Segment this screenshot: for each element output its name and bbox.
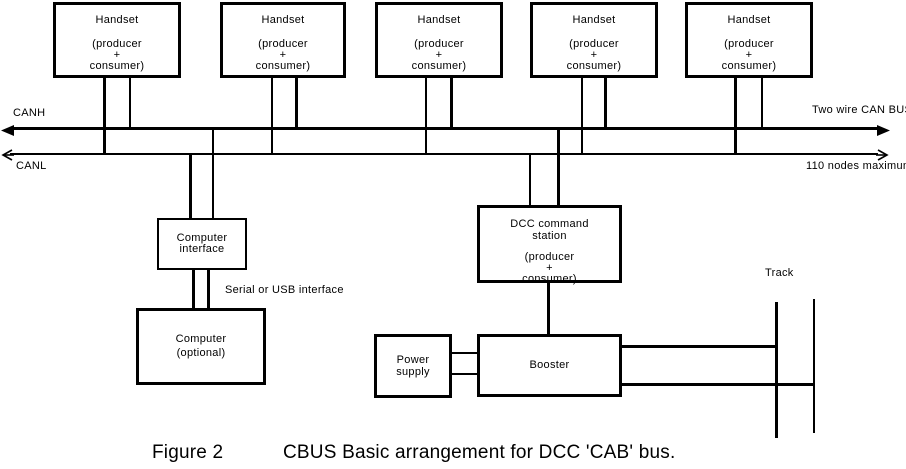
canl-arrow-right-icon	[876, 148, 889, 166]
handset-plus-line: +	[745, 49, 753, 61]
track-rail-far	[813, 299, 815, 433]
nodes-maximum-label: 110 nodes maximum	[806, 160, 906, 172]
handset-box-5: Handset (producer + consumer)	[685, 2, 813, 78]
canl-arrow-left-icon	[1, 148, 14, 166]
wire-canl-interface	[189, 155, 192, 218]
canh-arrow-left-icon	[1, 123, 14, 141]
handset-plus-line: +	[113, 49, 121, 61]
wire-handset4-canl	[581, 78, 583, 155]
handset-title: Handset	[572, 14, 616, 26]
handset-title: Handset	[417, 14, 461, 26]
figure-caption-text: CBUS Basic arrangement for DCC 'CAB' bus…	[283, 442, 676, 463]
wire-handset1-canl	[103, 78, 106, 155]
wire-canh-dcc	[557, 129, 560, 205]
wire-handset2-canh	[295, 78, 298, 130]
computer-interface-line2: interface	[179, 243, 225, 255]
handset-title: Handset	[261, 14, 305, 26]
figure-number-label: Figure 2	[152, 442, 224, 463]
wire-handset5-canl	[734, 78, 737, 155]
handset-consumer-line: consumer)	[566, 60, 622, 72]
handset-box-2: Handset (producer + consumer)	[220, 2, 346, 78]
wire-handset3-canh	[450, 78, 453, 130]
canh-arrow-right-icon	[877, 123, 890, 141]
wire-canl-dcc	[529, 155, 531, 205]
handset-consumer-line: consumer)	[255, 60, 311, 72]
wire-interface-computer-right	[207, 269, 210, 308]
dcc-station-line2: station	[532, 230, 567, 242]
dcc-plus-line: +	[546, 262, 553, 274]
track-label: Track	[765, 267, 794, 279]
canl-bus-line	[10, 153, 878, 155]
wire-canh-interface	[212, 129, 214, 218]
wire-booster-track-bottom	[620, 383, 815, 386]
dcc-producer-line: (producer	[524, 251, 575, 263]
wire-handset2-canl	[271, 78, 273, 155]
handset-producer-line: (producer	[724, 38, 774, 50]
wire-handset5-canh	[761, 78, 763, 130]
handset-consumer-line: consumer)	[89, 60, 145, 72]
wire-handset1-canh	[129, 78, 131, 130]
power-supply-line1: Power	[396, 353, 430, 366]
handset-plus-line: +	[279, 49, 287, 61]
wire-interface-computer-left	[192, 269, 195, 308]
power-supply-box: Power supply	[374, 334, 452, 398]
computer-line1: Computer	[175, 333, 227, 345]
handset-title: Handset	[727, 14, 771, 26]
handset-plus-line: +	[590, 49, 598, 61]
handset-plus-line: +	[435, 49, 443, 61]
handset-producer-line: (producer	[414, 38, 464, 50]
handset-title: Handset	[95, 14, 139, 26]
wire-ps-booster-top	[451, 352, 477, 354]
wire-booster-track-top	[620, 345, 777, 348]
computer-interface-box: Computer interface	[157, 218, 247, 270]
dcc-station-line1: DCC command	[510, 218, 589, 230]
wire-dcc-booster	[547, 282, 550, 334]
booster-box: Booster	[477, 334, 622, 397]
canh-label: CANH	[13, 107, 46, 119]
wire-ps-booster-bottom	[451, 373, 477, 375]
power-supply-line2: supply	[396, 366, 430, 378]
serial-usb-label: Serial or USB interface	[225, 284, 344, 296]
handset-box-1: Handset (producer + consumer)	[53, 2, 181, 78]
track-rail-near	[775, 302, 778, 438]
handset-producer-line: (producer	[258, 38, 308, 50]
computer-box: Computer (optional)	[136, 308, 266, 385]
dcc-command-station-box: DCC command station (producer + consumer…	[477, 205, 622, 285]
wire-handset4-canh	[604, 78, 607, 130]
computer-line2: (optional)	[176, 346, 226, 359]
canh-bus-line	[10, 127, 878, 130]
canl-label: CANL	[16, 160, 47, 172]
handset-box-4: Handset (producer + consumer)	[530, 2, 658, 78]
booster-label: Booster	[529, 359, 570, 371]
handset-box-3: Handset (producer + consumer)	[375, 2, 503, 78]
handset-consumer-line: consumer)	[721, 60, 777, 72]
computer-interface-line1: Computer	[176, 232, 228, 244]
dcc-consumer-line: consumer)	[522, 273, 577, 285]
handset-producer-line: (producer	[92, 38, 142, 50]
handset-producer-line: (producer	[569, 38, 619, 50]
handset-consumer-line: consumer)	[411, 60, 467, 72]
two-wire-can-bus-label: Two wire CAN BUS	[812, 104, 906, 116]
wire-handset3-canl	[425, 78, 427, 155]
